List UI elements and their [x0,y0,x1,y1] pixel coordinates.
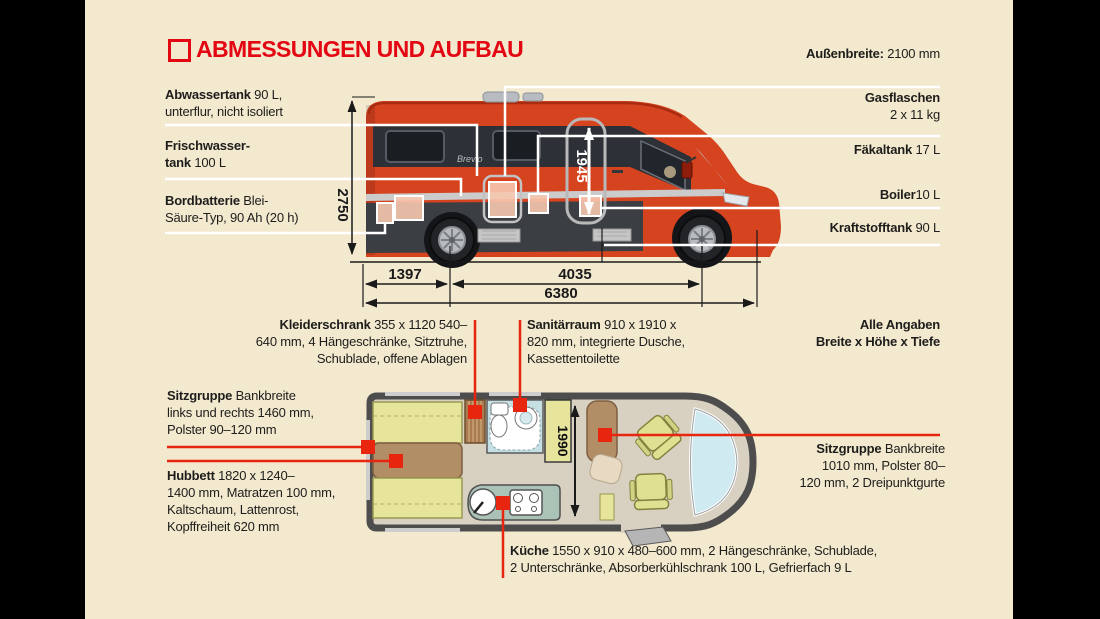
door-height-value: 1945 [573,149,590,182]
marker-seating-left [361,440,375,454]
side-window-rear [385,130,445,163]
label-battery: Bordbatterie Blei- Säure-Typ, 90 Ah (20 … [165,193,299,225]
interior-width-value: 1990 [555,425,571,456]
bathroom-area [486,399,544,454]
rear-overhang-value: 1397 [388,266,421,283]
infographic-canvas: Brevio [85,0,1013,619]
cab-seat-passenger [629,472,673,511]
marker-bathroom [513,398,527,412]
mirror-arm [685,156,697,164]
label-kitchen: Küche 1550 x 910 x 480–600 mm, 2 Hängesc… [510,543,878,575]
roof-vent [482,91,520,103]
toilet-tank-shape [490,402,509,416]
toilet-bowl [490,414,508,438]
van-side-view: Brevio [366,91,781,268]
bench-bottom [372,477,463,519]
marker-kitchen [496,496,510,510]
floor-plan: 1990 [366,392,757,547]
label-fuel-tank: Kraftstofftank 90 L [829,220,941,235]
label-toilet-tank: Fäkaltank 17 L [853,142,940,157]
label-gas-bottles: Gasflaschen 2 x 11 kg [864,90,940,122]
height-dim-value: 2750 [334,188,351,221]
side-table [589,453,623,485]
leader-fresh-tank [165,177,463,196]
kitchen-faucet-icon [473,501,484,514]
stove-knob-icon [515,506,521,512]
rear-wheel [424,212,480,268]
stove [509,489,543,516]
highlight-toilet-tank [528,193,549,214]
leader-gas [503,85,940,176]
side-window-mid [492,130,541,161]
kitchen-area [467,484,561,521]
red-leaders [167,320,940,578]
label-seating-left: Sitzgruppe Bankbreite links und rechts 1… [167,388,314,437]
cab-seat-driver [635,414,682,461]
length-value: 6380 [544,285,577,302]
entry-door-dimension: 1945 [565,117,607,225]
label-wardrobe: Kleiderschrank 355 x 1120 540– 640 mm, 4… [255,317,467,366]
label-outer-width: Außenbreite: 2100 mm [806,46,940,61]
gas-locker-outline [482,174,523,224]
leader-lines-white [165,85,940,247]
washbasin-bowl [519,411,533,425]
burner-icon [513,493,523,503]
roof-vent-small [522,92,544,102]
door-handle [612,170,623,173]
headlight [722,192,750,207]
highlight-battery [376,202,394,224]
label-bathroom: Sanitärraum 910 x 1910 x 820 mm, integri… [527,317,685,366]
label-fresh-tank: Frischwasser- tank 100 L [165,138,250,170]
door-opening [621,524,661,533]
bench-top [372,401,463,444]
leader-battery [165,223,387,235]
label-waste-tank: Abwassertank 90 L, unterflur, nicht isol… [165,87,283,119]
label-boiler: Boiler10 L [879,187,940,202]
leader-waste-tank [165,123,479,176]
dimension-chains [347,96,761,308]
label-seating-right: Sitzgruppe Bankbreite 1010 mm, Polster 8… [799,441,946,490]
mirror-icon [681,161,693,179]
leader-toilet-tank [536,134,940,194]
driver-seat-glimpse [664,166,676,178]
stove-knob-icon [531,506,537,512]
entry-step-outside [624,526,672,547]
marker-seating-right [598,428,612,442]
section-marker-icon [168,39,191,62]
marker-lift-bed [389,454,403,468]
red-location-markers [361,398,612,510]
highlight-fresh-tank [394,195,424,221]
label-lift-bed: Hubbett 1820 x 1240– 1400 mm, Matratzen … [167,468,336,534]
marker-wardrobe [468,405,482,419]
label-note-units: Alle Angaben Breite x Höhe x Tiefe [815,317,940,349]
highlight-gas-locker [488,181,517,218]
interior-step [599,493,615,521]
brand-badge-text: Brevio [457,154,483,164]
page-title: ABMESSUNGEN UND AUFBAU [196,36,524,62]
diagram-graphics: Brevio [165,85,940,578]
wheelbase-value: 4035 [558,266,591,283]
burner-icon [529,493,539,503]
windshield-outline [690,408,738,516]
